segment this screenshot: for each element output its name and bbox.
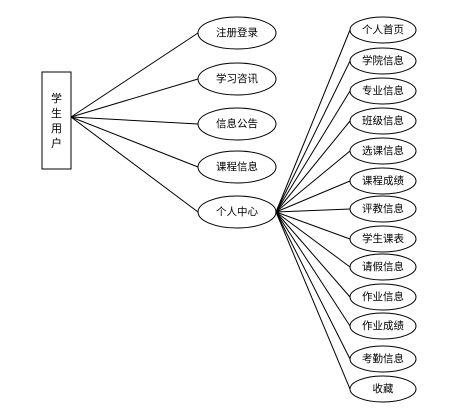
- level1-4-ellipse: [197, 195, 277, 229]
- center-child-2-node: 专业信息: [349, 77, 417, 105]
- edge-center-child-1: [275, 60, 351, 213]
- center-child-9-label: 作业信息: [362, 290, 404, 303]
- center-child-11-node: 考勤信息: [349, 345, 417, 373]
- center-child-9-node: 作业信息: [349, 283, 417, 311]
- center-child-6-label: 评教信息: [362, 202, 404, 215]
- level1-4-label: 个人中心: [216, 205, 258, 218]
- center-child-9-ellipse: [349, 283, 417, 311]
- center-child-1-label: 学院信息: [362, 54, 404, 67]
- root-label: 学生用户: [51, 91, 62, 150]
- center-child-6-ellipse: [349, 195, 417, 223]
- edge-center-child-12: [275, 211, 351, 390]
- center-child-0-label: 个人首页: [362, 23, 404, 36]
- level1-1-ellipse: [197, 62, 277, 96]
- edge-center-child-6: [275, 208, 351, 213]
- edge-center-child-4: [275, 150, 351, 213]
- edge-center-child-3: [275, 120, 351, 213]
- center-child-3-ellipse: [349, 107, 417, 135]
- center-child-4-label: 选课信息: [362, 144, 404, 157]
- level1-0-label: 注册登录: [216, 26, 258, 39]
- level1-1-label: 学习咨讯: [216, 72, 258, 85]
- level1-2-ellipse: [197, 107, 277, 141]
- center-child-7-label: 学生课表: [362, 232, 404, 245]
- edge-center-child-10: [275, 211, 351, 327]
- center-child-10-ellipse: [349, 312, 417, 340]
- level1-4-node: 个人中心: [197, 195, 277, 229]
- center-child-5-label: 课程成绩: [362, 174, 404, 187]
- edge-center-child-0: [275, 29, 351, 213]
- center-child-6-node: 评教信息: [349, 195, 417, 223]
- edge-center-child-5: [275, 180, 351, 213]
- edge-root-level1-4: [70, 116, 199, 213]
- level1-1-node: 学习咨讯: [197, 62, 277, 96]
- center-child-2-ellipse: [349, 77, 417, 105]
- center-child-0-ellipse: [349, 16, 417, 44]
- center-child-5-node: 课程成绩: [349, 167, 417, 195]
- center-child-2-label: 专业信息: [362, 84, 404, 97]
- root-box: [41, 71, 72, 170]
- center-child-12-ellipse: [349, 375, 417, 403]
- center-child-12-node: 收藏: [349, 375, 417, 403]
- center-child-7-node: 学生课表: [349, 225, 417, 253]
- center-child-1-ellipse: [349, 47, 417, 75]
- edge-center-child-2: [275, 90, 351, 213]
- center-child-4-node: 选课信息: [349, 137, 417, 165]
- center-child-12-label: 收藏: [373, 382, 394, 395]
- edge-root-level1-0: [70, 32, 199, 118]
- center-child-8-label: 请假信息: [362, 260, 404, 273]
- edge-center-child-8: [275, 211, 351, 268]
- center-child-5-ellipse: [349, 167, 417, 195]
- edge-center-child-7: [275, 211, 351, 240]
- edge-center-child-9: [275, 211, 351, 298]
- center-child-11-ellipse: [349, 345, 417, 373]
- center-child-3-label: 班级信息: [362, 114, 404, 127]
- center-child-10-label: 作业成绩: [362, 319, 404, 332]
- center-child-4-ellipse: [349, 137, 417, 165]
- center-child-1-node: 学院信息: [349, 47, 417, 75]
- level1-3-label: 课程信息: [216, 160, 258, 173]
- level1-3-ellipse: [197, 150, 277, 184]
- edges: [70, 29, 351, 390]
- level1-3-node: 课程信息: [197, 150, 277, 184]
- level1-2-label: 信息公告: [216, 117, 258, 130]
- edge-root-level1-3: [70, 116, 199, 168]
- center-child-11-label: 考勤信息: [362, 352, 404, 365]
- center-child-3-node: 班级信息: [349, 107, 417, 135]
- root-node: 学生用户: [41, 71, 72, 170]
- center-child-8-node: 请假信息: [349, 253, 417, 281]
- edge-root-level1-2: [70, 116, 199, 125]
- level1-0-node: 注册登录: [197, 16, 277, 50]
- level1-2-node: 信息公告: [197, 107, 277, 141]
- edge-root-level1-1: [70, 78, 199, 118]
- center-child-7-ellipse: [349, 225, 417, 253]
- center-child-0-node: 个人首页: [349, 16, 417, 44]
- center-child-8-ellipse: [349, 253, 417, 281]
- center-child-10-node: 作业成绩: [349, 312, 417, 340]
- edge-center-child-11: [275, 211, 351, 360]
- level1-0-ellipse: [197, 16, 277, 50]
